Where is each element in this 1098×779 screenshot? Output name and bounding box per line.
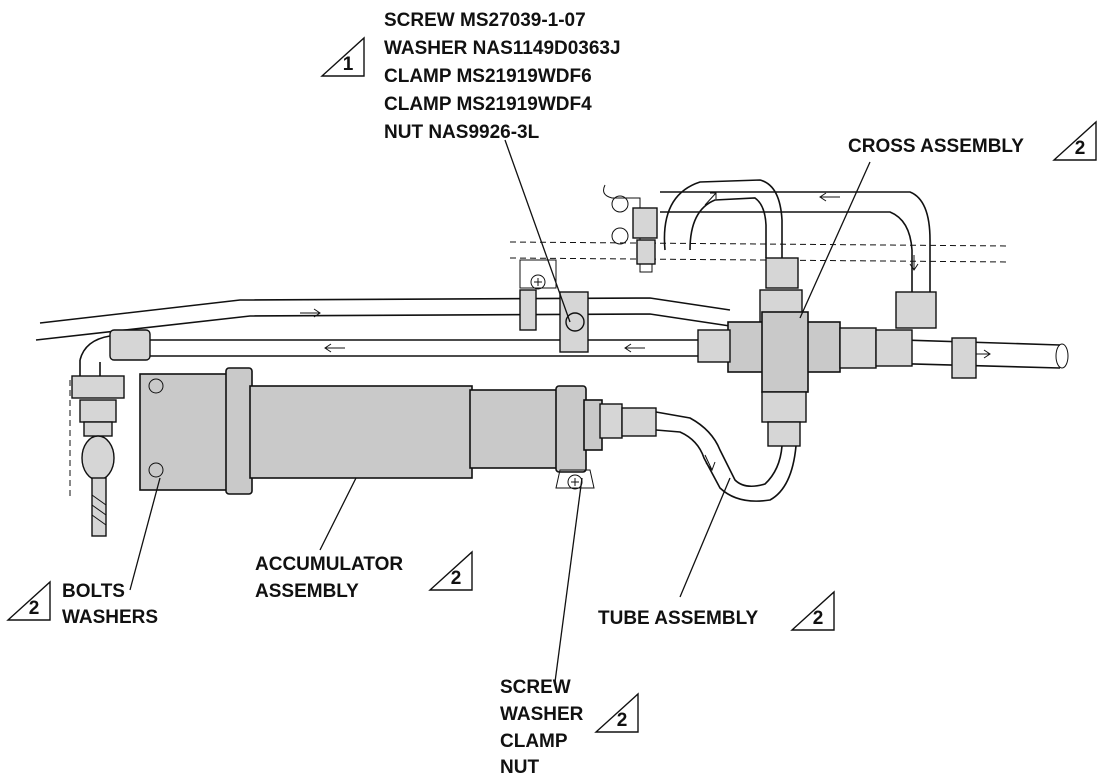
bolts-line-2: WASHERS bbox=[62, 607, 158, 628]
top-hardware-line-4: CLAMP MS21919WDF4 bbox=[384, 94, 592, 115]
callout-bolts-washers: 2 BOLTS WASHERS bbox=[6, 580, 158, 628]
bottom-hardware-line-4: NUT bbox=[500, 757, 539, 778]
note-triangle-icon: 2 bbox=[790, 590, 835, 631]
accumulator-line-1: ACCUMULATOR bbox=[255, 554, 403, 575]
top-hardware-line-1: SCREW MS27039-1-07 bbox=[384, 10, 586, 31]
cross-assembly-note: 2 bbox=[1075, 138, 1086, 159]
top-hardware-line-5: NUT NAS9926-3L bbox=[384, 122, 540, 143]
accumulator-body bbox=[139, 367, 657, 495]
upper-structure bbox=[509, 184, 1011, 273]
cross-assembly-part bbox=[697, 257, 977, 447]
callout-cross-assembly: CROSS ASSEMBLY 2 bbox=[848, 120, 1097, 161]
cross-assembly-label: CROSS ASSEMBLY bbox=[848, 136, 1024, 157]
bolts-note: 2 bbox=[29, 598, 40, 619]
top-hardware-note: 1 bbox=[343, 54, 354, 75]
accumulator-note: 2 bbox=[451, 568, 462, 589]
note-triangle-icon: 2 bbox=[6, 580, 51, 621]
note-triangle-icon: 2 bbox=[428, 550, 473, 591]
top-hardware-line-2: WASHER NAS1149D0363J bbox=[384, 38, 621, 59]
left-elbow-and-valve bbox=[69, 329, 151, 537]
callout-tube-assembly: TUBE ASSEMBLY 2 bbox=[598, 590, 835, 631]
callout-top-hardware: SCREW MS27039-1-07 WASHER NAS1149D0363J … bbox=[320, 10, 621, 143]
clamps-upper bbox=[519, 259, 589, 353]
bottom-hardware-line-2: WASHER bbox=[500, 704, 584, 725]
note-triangle-icon: 2 bbox=[594, 692, 639, 733]
leader-lines bbox=[129, 139, 871, 683]
bottom-hardware-note: 2 bbox=[617, 710, 628, 731]
callout-bottom-hardware: SCREW WASHER CLAMP NUT 2 bbox=[500, 677, 639, 778]
accumulator-line-2: ASSEMBLY bbox=[255, 581, 359, 602]
bottom-hardware-line-1: SCREW bbox=[500, 677, 571, 698]
bolts-line-1: BOLTS bbox=[62, 581, 125, 602]
note-triangle-icon: 1 bbox=[320, 36, 365, 77]
top-return-line bbox=[660, 179, 931, 296]
top-hardware-line-3: CLAMP MS21919WDF6 bbox=[384, 66, 592, 87]
tube-assembly-part bbox=[655, 411, 797, 502]
note-triangle-icon: 2 bbox=[1052, 120, 1097, 161]
tube-assembly-label: TUBE ASSEMBLY bbox=[598, 608, 758, 629]
tube-assembly-note: 2 bbox=[813, 608, 824, 629]
bottom-hardware-line-3: CLAMP bbox=[500, 731, 568, 752]
callout-accumulator: ACCUMULATOR ASSEMBLY 2 bbox=[255, 550, 473, 602]
